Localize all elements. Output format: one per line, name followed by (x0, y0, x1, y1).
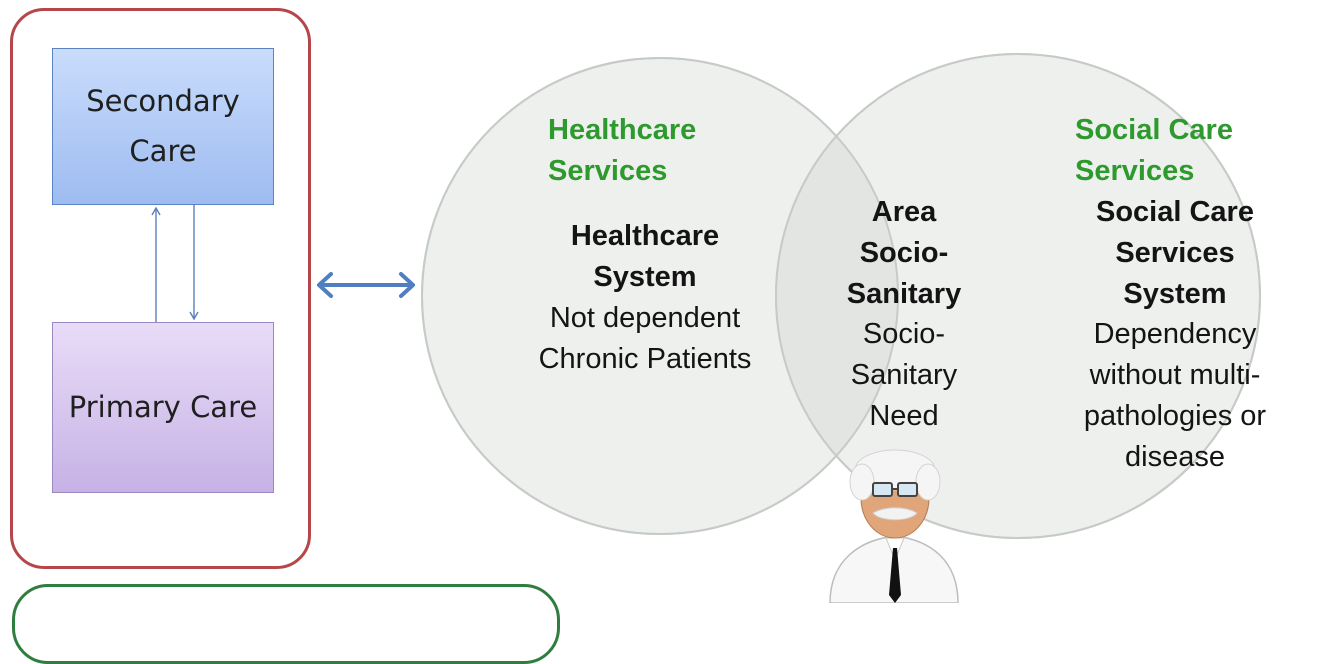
healthcare-system-title: Healthcare System (570, 220, 720, 293)
double-headed-arrow-icon (317, 272, 415, 298)
care-diagram: Secondary Care Primary Care (10, 8, 1267, 664)
secondary-care-box: Secondary Care (52, 48, 274, 205)
social-care-description: Dependency without multi-pathologies or … (1083, 318, 1267, 473)
primary-care-label: Primary Care (68, 389, 258, 424)
socio-sanitary-area-title: Area Socio-Sanitary (846, 196, 962, 310)
secondary-care-label: Secondary Care (86, 84, 240, 168)
socio-sanitary-need: Socio-Sanitary Need (850, 318, 958, 432)
healthcare-services-heading: Healthcare Services (548, 114, 697, 187)
primary-care-box: Primary Care (52, 322, 274, 493)
doctor-mascot-icon (829, 449, 959, 603)
social-care-system-title: Social Care Services System (1096, 196, 1254, 310)
social-care-services-heading: Social Care Services (1075, 114, 1233, 187)
healthcare-description: Not dependent Chronic Patients (538, 302, 752, 375)
diagram-shapes (151, 53, 1261, 603)
